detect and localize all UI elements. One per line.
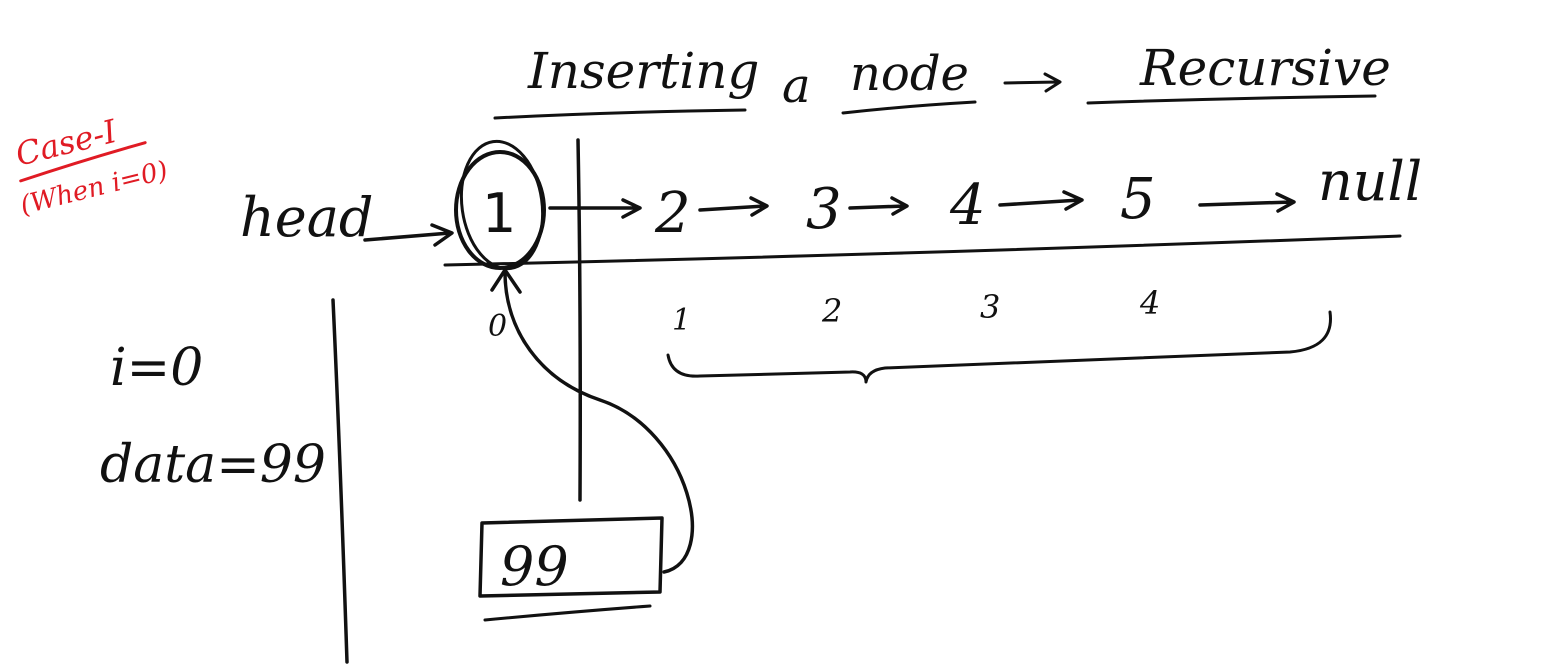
- title-word-a: a: [782, 58, 811, 114]
- new-node: 99: [478, 268, 695, 622]
- new-node-link-curve: [503, 270, 695, 574]
- divider-vertical-middle: [576, 138, 582, 502]
- arrow-3-4: [848, 196, 909, 216]
- node-5-value: 5: [1120, 167, 1156, 232]
- new-node-underline: [483, 604, 652, 622]
- case-note-title: Case-I: [12, 112, 122, 174]
- index-row: 0 1 2 3 4: [488, 284, 1332, 384]
- title-arrow: [1003, 72, 1062, 93]
- variable-i: i=0: [110, 338, 203, 398]
- title-word-recursive: Recursive: [1139, 39, 1391, 97]
- null-label: null: [1318, 150, 1422, 213]
- node-1-value: 1: [482, 182, 516, 245]
- node-2-value: 2: [654, 181, 691, 246]
- title-underline-recursive: [1086, 94, 1377, 105]
- node-4-value: 4: [949, 173, 986, 238]
- index-2: 2: [821, 292, 842, 330]
- case-note-divider: [19, 141, 147, 183]
- new-node-value: 99: [500, 535, 569, 598]
- arrow-1-2: [548, 198, 642, 219]
- index-3: 3: [980, 288, 1000, 326]
- node-3-value: 3: [806, 177, 842, 242]
- arrow-2-3: [698, 196, 769, 217]
- title-word-node: node: [850, 46, 969, 102]
- title-underline-inserting: [493, 108, 747, 120]
- case-note: Case-I (When i=0): [12, 112, 171, 222]
- index-brace: [666, 310, 1332, 384]
- new-node-box: [478, 516, 664, 598]
- head-arrow: [363, 223, 454, 247]
- index-0: 0: [488, 309, 507, 344]
- list-underline: [443, 234, 1402, 267]
- title-word-inserting: Inserting: [527, 42, 759, 100]
- index-1: 1: [672, 303, 691, 338]
- arrow-5-null: [1198, 192, 1296, 213]
- arrow-4-5: [998, 190, 1084, 211]
- node-1-circle-overdraw: [459, 139, 545, 271]
- divider-vertical-left: [331, 298, 349, 664]
- variables: i=0 data=99: [100, 338, 326, 495]
- new-node-link-arrowhead: [490, 268, 522, 294]
- index-4: 4: [1139, 284, 1160, 322]
- title-underline-node: [841, 100, 977, 115]
- linked-list: head 1 2 3 4 5 null: [240, 139, 1422, 271]
- title: Inserting a node Recursive: [493, 39, 1391, 120]
- variable-data: data=99: [100, 435, 326, 495]
- head-label: head: [240, 186, 374, 249]
